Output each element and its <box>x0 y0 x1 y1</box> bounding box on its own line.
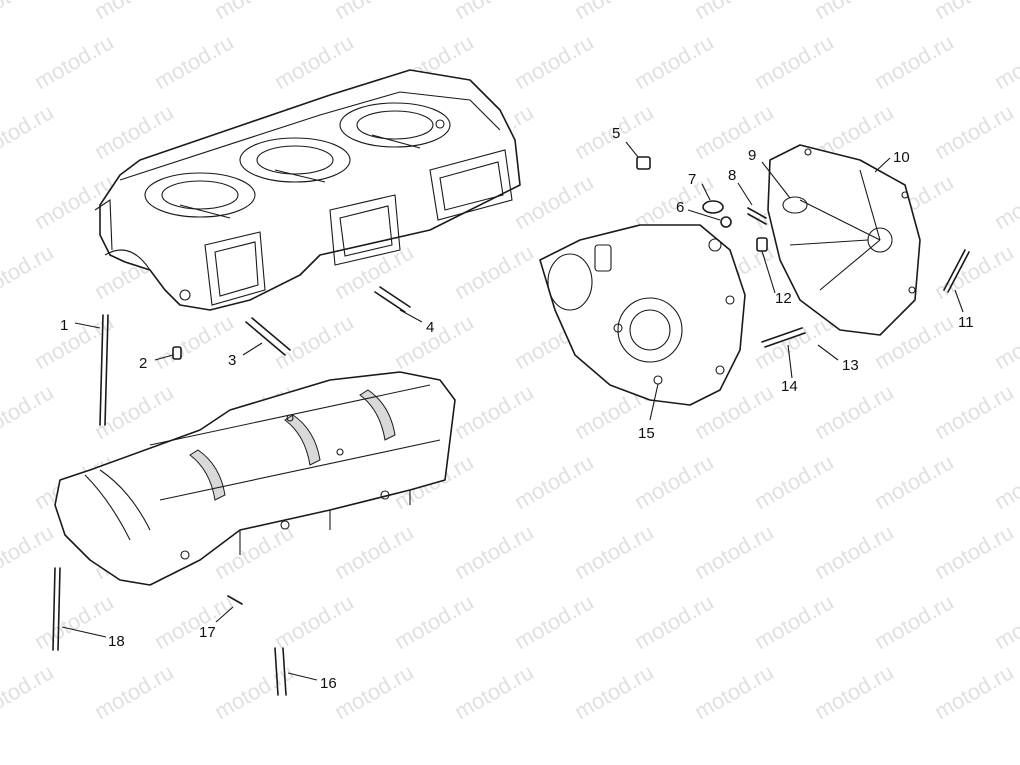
watermark-text: motod.ru <box>990 589 1020 654</box>
watermark-text: motod.ru <box>870 449 958 514</box>
callout-18: 18 <box>108 633 125 650</box>
watermark-text: motod.ru <box>510 449 598 514</box>
watermark-text: motod.ru <box>930 99 1018 164</box>
watermark-text: motod.ru <box>0 519 58 584</box>
watermark-text: motod.ru <box>90 379 178 444</box>
watermark-text: motod.ru <box>630 29 718 94</box>
flywheel-cover <box>767 144 921 336</box>
lower-crankcase <box>54 371 456 586</box>
watermark-text: motod.ru <box>270 309 358 374</box>
callout-9: 9 <box>748 147 756 164</box>
callout-6: 6 <box>676 199 684 216</box>
watermark-text: motod.ru <box>690 99 778 164</box>
watermark-text: motod.ru <box>450 0 538 24</box>
watermark-text: motod.ru <box>270 29 358 94</box>
watermark-text: motod.ru <box>990 309 1020 374</box>
watermark-text: motod.ru <box>930 519 1018 584</box>
watermark-text: motod.ru <box>30 29 118 94</box>
watermark-text: motod.ru <box>90 0 178 24</box>
watermark-text: motod.ru <box>150 589 238 654</box>
watermark-text: motod.ru <box>810 659 898 724</box>
callout-4: 4 <box>426 319 434 336</box>
watermark-text: motod.ru <box>150 29 238 94</box>
watermark-text: motod.ru <box>0 99 58 164</box>
watermark-text: motod.ru <box>690 0 778 24</box>
watermark-text: motod.ru <box>150 309 238 374</box>
callout-16: 16 <box>320 675 337 692</box>
watermark-text: motod.ru <box>570 0 658 24</box>
watermark-text: motod.ru <box>750 29 838 94</box>
watermark-text: motod.ru <box>210 0 298 24</box>
callout-8: 8 <box>728 167 736 184</box>
small-parts <box>52 156 970 696</box>
watermark-text: motod.ru <box>870 29 958 94</box>
upper-crankcase <box>94 69 521 311</box>
watermark-text: motod.ru <box>270 589 358 654</box>
watermark-text: motod.ru <box>930 239 1018 304</box>
callout-labels: 1 2 3 4 5 6 7 8 9 10 11 12 13 14 15 16 1… <box>60 125 974 692</box>
watermark-text: motod.ru <box>990 449 1020 514</box>
watermark-text: motod.ru <box>810 519 898 584</box>
watermark-text: motod.ru <box>630 589 718 654</box>
watermark-text: motod.ru <box>330 0 418 24</box>
watermark-text: motod.ru <box>0 379 58 444</box>
callout-14: 14 <box>781 378 798 395</box>
callout-13: 13 <box>842 357 859 374</box>
watermark-text: motod.ru <box>810 379 898 444</box>
watermark-text: motod.ru <box>450 519 538 584</box>
watermark-text: motod.ru <box>510 169 598 234</box>
callout-15: 15 <box>638 425 655 442</box>
callout-12: 12 <box>775 290 792 307</box>
watermark-text: motod.ru <box>750 589 838 654</box>
stator-housing <box>539 224 746 406</box>
watermark-text: motod.ru <box>510 29 598 94</box>
watermark-text: motod.ru <box>750 449 838 514</box>
watermark-text: motod.ru <box>510 589 598 654</box>
leader-lines <box>61 141 964 681</box>
watermark-text: motod.ru <box>930 379 1018 444</box>
watermark-text: motod.ru <box>930 659 1018 724</box>
callout-17: 17 <box>199 624 216 641</box>
watermark-text: motod.ru <box>90 659 178 724</box>
watermark-text: motod.ru <box>870 589 958 654</box>
callout-11: 11 <box>958 314 974 331</box>
watermark-text: motod.ru <box>450 379 538 444</box>
watermark-text: motod.ru <box>570 659 658 724</box>
callout-2: 2 <box>139 355 147 372</box>
watermark-text: motod.ru <box>990 29 1020 94</box>
watermark-text: motod.ru <box>30 309 118 374</box>
watermark-text: motod.ru <box>390 589 478 654</box>
watermark-text: motod.ru <box>630 449 718 514</box>
watermark-text: motod.ru <box>450 239 538 304</box>
watermark-text: motod.ru <box>690 519 778 584</box>
watermark-text: motod.ru <box>810 0 898 24</box>
callout-3: 3 <box>228 352 236 369</box>
watermark-text: motod.ru <box>330 519 418 584</box>
watermark-text: motod.ru <box>0 659 58 724</box>
callout-10: 10 <box>893 149 910 166</box>
watermark-text: motod.ru <box>450 659 538 724</box>
watermark-text: motod.ru <box>930 0 1018 24</box>
watermark-text: motod.ru <box>0 0 58 24</box>
callout-7: 7 <box>688 171 696 188</box>
watermark-text: motod.ru <box>990 169 1020 234</box>
watermark-text: motod.ru <box>0 239 58 304</box>
watermark-text: motod.ru <box>570 519 658 584</box>
callout-5: 5 <box>612 125 620 142</box>
watermark-text: motod.ru <box>330 659 418 724</box>
watermark-text: motod.ru <box>30 589 118 654</box>
callout-1: 1 <box>60 317 68 334</box>
watermark-text: motod.ru <box>690 659 778 724</box>
